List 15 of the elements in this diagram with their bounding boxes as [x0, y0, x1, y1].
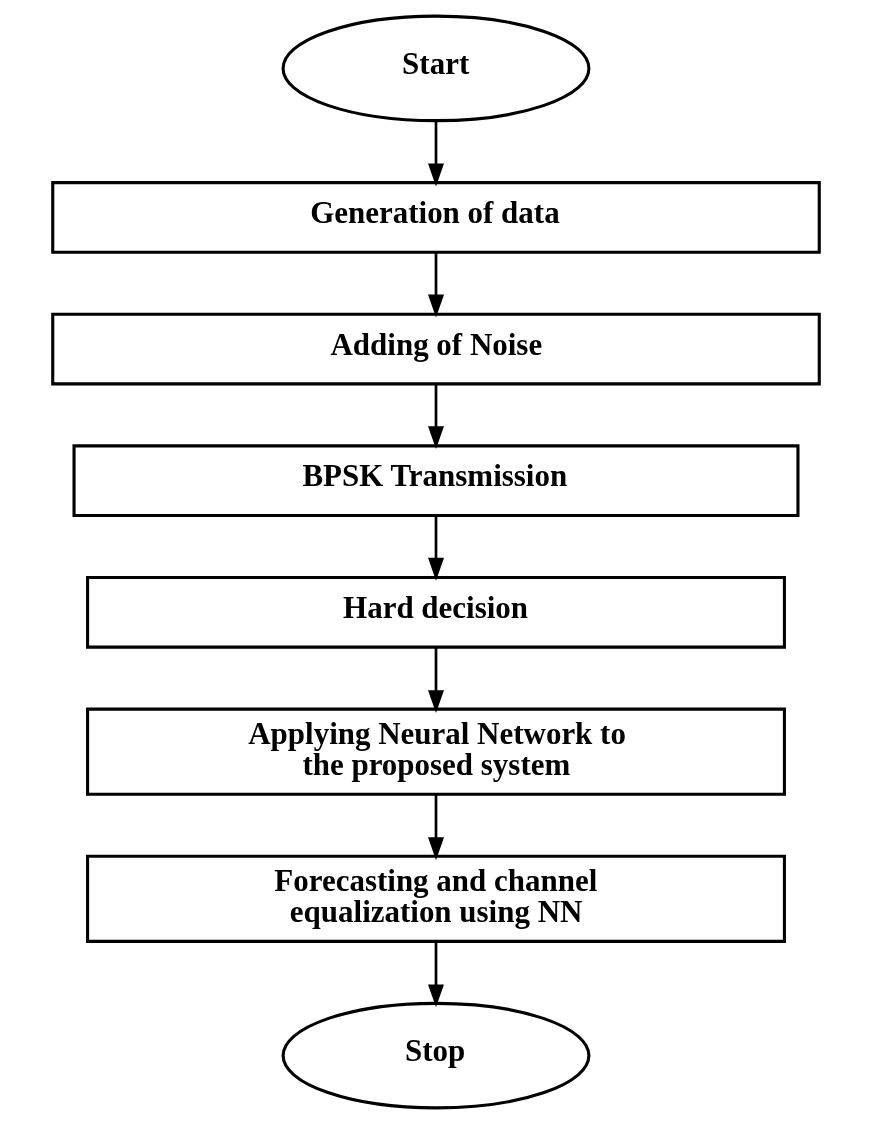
node-box: Hard decision	[86, 575, 786, 649]
arrow	[428, 794, 444, 861]
arrow	[428, 121, 444, 187]
node-box: Applying Neural Network to the proposed system	[86, 707, 786, 796]
node-box: BPSK Transmission	[72, 444, 800, 518]
node-box: Adding of Noise	[51, 312, 821, 386]
node-ellipse: Start	[281, 14, 591, 123]
arrow	[428, 384, 444, 450]
arrow	[428, 941, 444, 1008]
node-box: Forecasting and channel equalization using NN	[86, 854, 786, 943]
arrow	[428, 647, 444, 714]
arrow	[428, 516, 444, 581]
arrow	[428, 252, 444, 318]
node-ellipse: Stop	[281, 1001, 591, 1110]
node-box: Generation of data	[51, 181, 821, 254]
